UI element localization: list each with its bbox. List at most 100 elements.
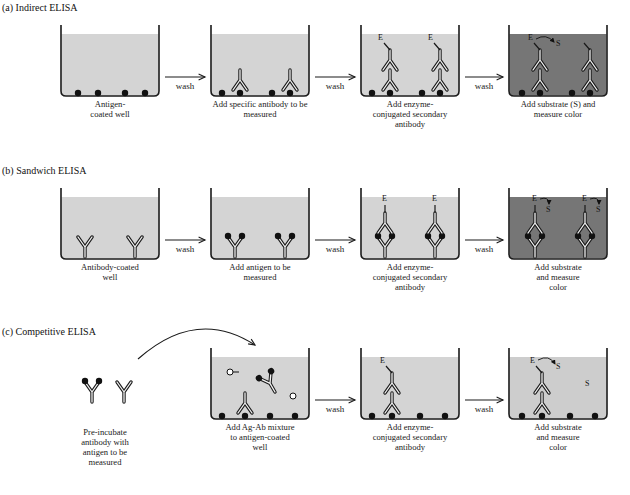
reaction-arrow: [590, 198, 599, 204]
illustration-part: [378, 237, 392, 257]
antigen-dots: [225, 233, 595, 239]
well-liquid: [362, 357, 459, 419]
well-liquid: [212, 34, 309, 96]
process-arrow: [465, 397, 503, 403]
antigen-dots: [219, 413, 598, 419]
well-wall: [211, 188, 309, 259]
sample-group: Pre-incubate antibody with antigen to be…: [70, 355, 140, 468]
enzyme-tag: E: [532, 195, 537, 203]
capture-antibodies: [78, 237, 592, 257]
illustration-part: [233, 372, 239, 373]
well-wall: [509, 188, 607, 259]
illustration-part: [275, 233, 281, 239]
illustration-part: [569, 90, 575, 96]
illustration-part: [228, 237, 242, 257]
illustration-part: [233, 70, 247, 90]
illustration-part: [117, 382, 131, 402]
enzyme-tag: E: [528, 34, 533, 42]
step-caption: Add enzyme-conjugated secondary antibody: [371, 100, 449, 130]
illustration-part: [278, 237, 292, 257]
illustration-part: [383, 70, 397, 90]
enzyme-tag: E: [432, 195, 437, 203]
illustration-part: [378, 213, 392, 233]
illustration-part: [369, 90, 375, 96]
well-outline: [210, 348, 310, 420]
illustration-part: [528, 213, 542, 233]
connector-line: [465, 399, 503, 400]
illustration-part: [369, 413, 375, 419]
illustration-part: [417, 413, 423, 419]
illustration-part: [122, 90, 128, 96]
well-outline: [60, 25, 160, 97]
illustration-part: [219, 413, 225, 419]
well-liquid: [362, 34, 459, 96]
edge-label: wash: [315, 244, 355, 254]
illustration-part: [385, 205, 585, 213]
illustration-part: [433, 50, 447, 70]
illustration-part: [437, 90, 443, 96]
illustration-part: [442, 413, 448, 419]
arrow-head: [497, 74, 503, 80]
illustration-part: [225, 233, 231, 239]
process-arrow: [315, 74, 355, 80]
secondary-antibodies: [378, 205, 592, 233]
step-caption: Add antigen to be measured: [228, 263, 293, 283]
illustration-part: [219, 90, 225, 96]
step-caption: Add enzyme-conjugated secondary antibody: [371, 263, 449, 293]
illustration-part: [535, 373, 549, 393]
process-arrow: [465, 237, 503, 243]
illustration-part: [238, 393, 252, 413]
arrow-head: [497, 237, 503, 243]
illustration-part: [433, 70, 447, 90]
connector-line: [465, 76, 503, 77]
illustration-part: [535, 393, 549, 413]
microtiter-well: Add Ag-Ab mixture to antigen-coated well: [210, 348, 310, 453]
illustration-part: [425, 233, 431, 239]
illustration-part: [539, 413, 545, 419]
arrow-head: [349, 237, 355, 243]
step-caption: Pre-incubate antibody with antigen to be…: [79, 428, 131, 468]
arrow-head: [199, 237, 205, 243]
enzyme-tag: E: [378, 34, 383, 42]
illustration-part: [587, 90, 593, 96]
illustration-part: [375, 233, 381, 239]
illustration-part: [578, 213, 592, 233]
illustration-part: [142, 90, 148, 96]
edge-label: wash: [165, 81, 205, 91]
microtiter-well: Antibody-coated well: [60, 188, 160, 283]
well-wall: [361, 188, 459, 259]
illustration-part: [387, 90, 393, 96]
well-liquid: [510, 34, 607, 96]
well-outline: [508, 25, 608, 97]
step-caption: Add enzyme-conjugated secondary antibody: [371, 423, 449, 453]
step-caption: Add substrate and measure color: [529, 263, 587, 293]
process-arrow: [165, 74, 205, 80]
illustration-part: [428, 237, 442, 257]
well-wall: [361, 348, 459, 419]
edge-label: wash: [315, 404, 355, 414]
illustration-part: [383, 50, 397, 70]
process-arrow: [465, 74, 503, 80]
illustration-part: [525, 233, 531, 239]
illustration-part: [537, 90, 543, 96]
illustration-part: [255, 367, 284, 397]
illustration-part: [589, 233, 595, 239]
ag-ab-mixture: [227, 367, 296, 413]
primary-antibodies: [233, 70, 597, 90]
illustration-part: [95, 90, 101, 96]
illustration-part: [428, 213, 442, 233]
enzyme-tag: E: [582, 195, 587, 203]
illustration-part: [283, 70, 297, 90]
well-liquid: [362, 197, 459, 259]
arrow-head: [497, 397, 503, 403]
well-outline: [60, 188, 160, 260]
well-outline: [360, 188, 460, 260]
microtiter-well: Add specific antibody to be measured: [210, 25, 310, 120]
process-arrow: [315, 237, 355, 243]
step-caption: Add substrate (S) and measure color: [521, 100, 596, 120]
step-caption: Add substrate and measure color: [529, 423, 587, 453]
well-outline: [508, 348, 608, 420]
illustration-part: [533, 70, 547, 90]
enzyme-tag: E: [380, 357, 385, 365]
illustration-part: [578, 237, 592, 257]
